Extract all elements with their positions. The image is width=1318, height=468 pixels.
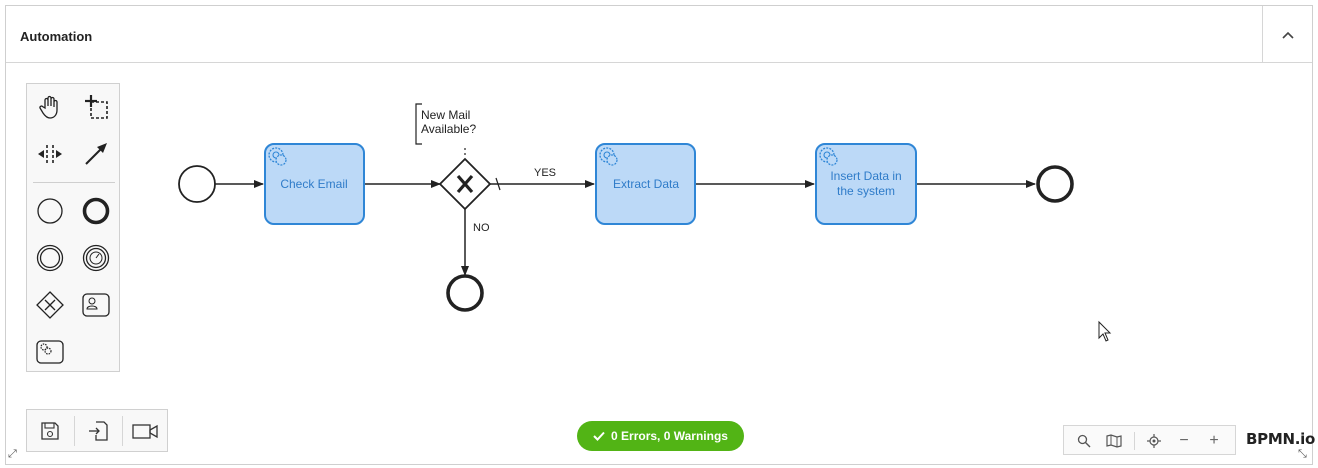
- checkmark-icon: [593, 431, 605, 441]
- hand-tool[interactable]: [33, 90, 67, 124]
- create-start-event[interactable]: [33, 194, 67, 228]
- end-event-icon: [82, 197, 110, 225]
- search-button[interactable]: [1070, 428, 1098, 454]
- task-insert-data-label-line2: the system: [837, 184, 895, 198]
- toolbar-separator: [122, 416, 123, 446]
- toolbar-separator: [74, 416, 75, 446]
- create-service-task[interactable]: [33, 335, 67, 369]
- zoom-separator: [1134, 432, 1135, 450]
- global-connect-tool[interactable]: [79, 137, 113, 171]
- panel-header: Automation: [6, 6, 1312, 63]
- gateway-icon: [36, 291, 64, 319]
- reset-view-button[interactable]: [1140, 428, 1168, 454]
- gear-icon: [268, 147, 287, 166]
- bpmn-diagram: New Mail Available? Check Email: [178, 103, 1112, 342]
- automation-panel: Automation: [5, 5, 1315, 465]
- mouse-cursor-icon: [1098, 320, 1112, 342]
- video-camera-icon: [132, 424, 158, 439]
- task-check-email-label: Check Email: [280, 177, 347, 191]
- deploy-button[interactable]: [76, 414, 120, 448]
- zoom-out-button[interactable]: −: [1170, 428, 1198, 454]
- validation-status-text: 0 Errors, 0 Warnings: [611, 429, 728, 443]
- zoom-in-button[interactable]: +: [1200, 428, 1228, 454]
- end-event-no-mail[interactable]: [446, 274, 484, 312]
- create-timer-event[interactable]: [79, 241, 113, 275]
- chevron-up-icon: [1281, 31, 1294, 39]
- task-insert-data-label-line1: Insert Data in: [830, 169, 901, 183]
- resize-handle-right-icon[interactable]: ⤡: [1298, 448, 1307, 460]
- gear-icon: [599, 147, 618, 166]
- zoom-in-label: +: [1209, 432, 1219, 449]
- file-toolbar: [26, 409, 168, 452]
- create-intermediate-event[interactable]: [33, 241, 67, 275]
- save-button[interactable]: [28, 414, 72, 448]
- start-event[interactable]: [178, 165, 216, 203]
- flow-label-no: NO: [473, 222, 490, 234]
- timer-event-icon: [82, 244, 110, 272]
- sequence-flows: [215, 177, 1036, 276]
- collapse-button[interactable]: [1262, 6, 1312, 63]
- resize-handle-left-icon[interactable]: ⤢: [8, 448, 17, 460]
- default-flow-marker: [495, 177, 501, 191]
- user-task-icon: [82, 293, 110, 317]
- crosshair-icon: [1147, 434, 1161, 448]
- end-event-main[interactable]: [1036, 165, 1074, 203]
- gateway-x-icon: [456, 174, 474, 194]
- palette-separator: [33, 182, 115, 183]
- create-user-task[interactable]: [79, 288, 113, 322]
- tool-palette: [26, 83, 120, 372]
- task-extract-data-label: Extract Data: [613, 177, 679, 191]
- intermediate-event-icon: [36, 244, 64, 272]
- minimap-button[interactable]: [1100, 428, 1128, 454]
- exclusive-gateway[interactable]: [438, 157, 492, 211]
- lasso-tool-icon: [85, 95, 108, 119]
- service-task-icon: [36, 340, 64, 364]
- panel-title: Automation: [20, 29, 93, 44]
- flow-label-yes: YES: [534, 167, 556, 179]
- create-end-event[interactable]: [79, 194, 113, 228]
- task-insert-data[interactable]: Insert Data in the system: [815, 143, 917, 225]
- space-tool[interactable]: [33, 137, 67, 171]
- deploy-icon: [89, 421, 108, 441]
- lasso-tool[interactable]: [79, 90, 113, 124]
- map-icon: [1106, 434, 1122, 448]
- global-connect-icon: [85, 143, 107, 165]
- search-icon: [1077, 434, 1091, 448]
- zoom-out-label: −: [1179, 432, 1189, 449]
- save-icon: [41, 422, 59, 440]
- space-tool-icon: [38, 145, 62, 163]
- zoom-toolbar: − +: [1063, 425, 1236, 455]
- bpmn-io-logo[interactable]: BPMN.io: [1246, 430, 1315, 448]
- create-gateway[interactable]: [33, 288, 67, 322]
- annotation-line1: New Mail: [421, 108, 470, 122]
- task-check-email[interactable]: Check Email: [264, 143, 365, 225]
- annotation-line2: Available?: [421, 122, 476, 136]
- record-button[interactable]: [123, 414, 167, 448]
- hand-tool-icon: [39, 95, 58, 119]
- text-annotation[interactable]: New Mail Available?: [415, 103, 476, 158]
- validation-status-badge[interactable]: 0 Errors, 0 Warnings: [577, 421, 744, 451]
- start-event-icon: [37, 198, 63, 224]
- diagram-canvas[interactable]: New Mail Available? Check Email: [6, 64, 1315, 464]
- task-extract-data[interactable]: Extract Data: [595, 143, 696, 225]
- gear-icon: [819, 147, 838, 166]
